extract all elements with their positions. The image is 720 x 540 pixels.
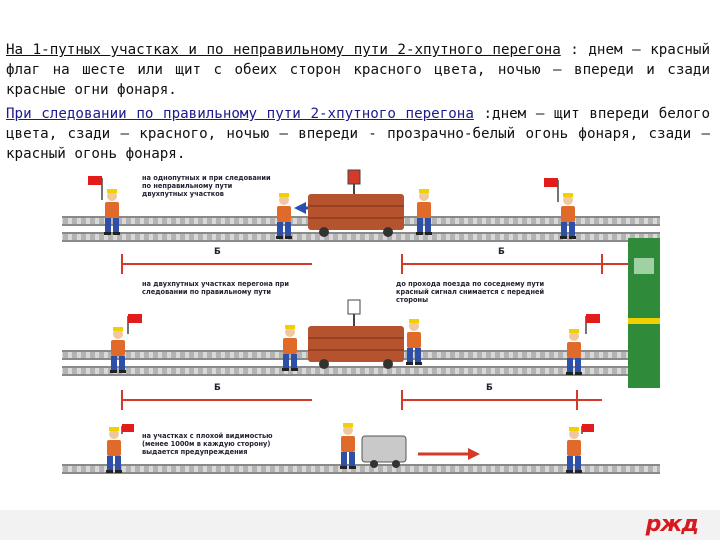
distance-label-upper-left: Б: [214, 247, 221, 257]
trolley-lower: [361, 435, 407, 468]
caption-single-track: на однопутных и при следовании по неправ…: [142, 174, 271, 198]
worker-middle-right: [566, 314, 600, 375]
worker-upper-left: [88, 176, 120, 235]
caption-adjacent-train: до прохода поезда по соседнему пути крас…: [396, 280, 545, 304]
distance-line-upper: [121, 254, 660, 274]
paragraph-2-heading: При следовании по правильному пути 2-хпу…: [6, 106, 474, 122]
illustration-svg: [62, 169, 660, 474]
trolley-middle: [308, 299, 404, 369]
distance-line-middle: [121, 390, 602, 410]
track-signaling-illustration: на однопутных и при следовании по неправ…: [62, 168, 660, 496]
trolley-upper: [308, 169, 404, 237]
track-lower-1: [62, 464, 660, 474]
worker-middle-pushing: [282, 325, 298, 371]
caption-correct-track: на двухпутных участках перегона при след…: [142, 280, 289, 296]
paragraph-correct-track: При следовании по правильному пути 2-хпу…: [6, 104, 710, 164]
worker-middle-left: [110, 314, 142, 373]
distance-label-upper-right: Б: [498, 247, 505, 257]
worker-upper-right: [544, 178, 576, 239]
direction-arrow-lower: [418, 448, 480, 460]
paragraph-1-heading: На 1-путных участках и по неправильному …: [6, 42, 561, 58]
caption-poor-visibility: на участках с плохой видимостью (менее 1…: [142, 432, 273, 456]
worker-upper-pushing-right: [416, 189, 432, 235]
distance-label-middle-right: Б: [486, 383, 493, 393]
track-upper-2: [62, 232, 660, 242]
paragraph-single-track: На 1-путных участках и по неправильному …: [6, 40, 710, 100]
track-middle-2: [62, 366, 660, 376]
locomotive: [628, 238, 660, 388]
paragraph-2-body: :днем – щит впереди белого цвета, сзади …: [6, 106, 711, 162]
worker-lower-pushing: [340, 423, 356, 469]
worker-lower-right: [566, 424, 594, 473]
worker-lower-left: [106, 424, 134, 473]
distance-label-middle-left: Б: [214, 383, 221, 393]
paragraph-1-body: : днем – красный флаг на шесте или щит с…: [6, 42, 710, 98]
footer-bar: [0, 510, 720, 540]
rzd-logo: ржд: [645, 512, 699, 537]
